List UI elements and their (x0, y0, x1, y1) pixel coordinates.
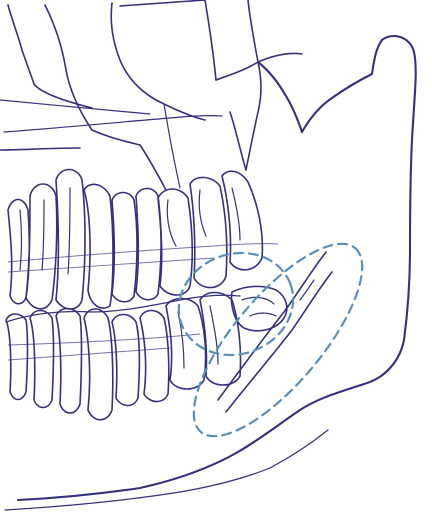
dashed-region-markers (164, 220, 388, 460)
dashed-ellipse-canal (167, 220, 389, 460)
occlusal-plane-lines (8, 244, 278, 360)
maxilla-outline (0, 0, 302, 190)
upper-teeth (8, 170, 262, 310)
mandible-outline (5, 36, 416, 510)
